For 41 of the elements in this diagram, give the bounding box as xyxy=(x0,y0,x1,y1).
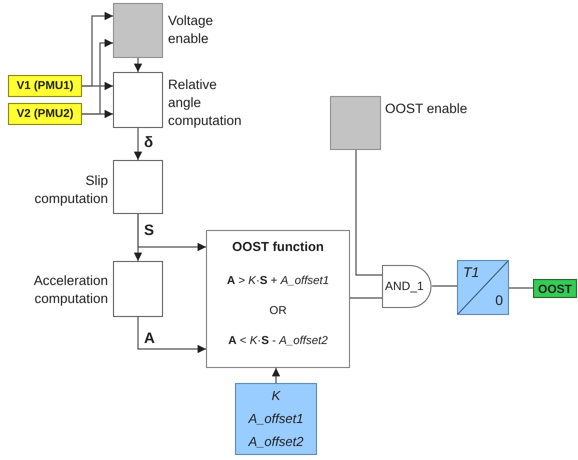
block-title: OOST function xyxy=(231,239,325,254)
block-label: Voltage enable xyxy=(168,12,214,48)
block-label: Acceleration computation xyxy=(32,272,108,308)
condition-formula: A < K·S - A_offset2 xyxy=(227,335,329,347)
output-signal-box xyxy=(533,279,577,298)
connector-line xyxy=(432,285,457,287)
connector-line xyxy=(509,287,533,289)
timer-block xyxy=(457,260,509,315)
arrow xyxy=(272,368,280,383)
function-block xyxy=(206,230,350,368)
enable-block xyxy=(330,96,381,150)
connector-line xyxy=(350,297,382,299)
arrow xyxy=(137,317,206,354)
block-label: Slip computation xyxy=(33,172,108,208)
operator-label: OR xyxy=(268,305,288,317)
arrow xyxy=(82,110,113,118)
block-label: Relative angle computation xyxy=(168,76,243,130)
signal-label: V1 (PMU1) xyxy=(16,80,74,92)
parameter-box xyxy=(235,383,317,455)
parameter-label: A_offset1 xyxy=(247,411,304,426)
input-signal-box xyxy=(8,75,82,97)
and-gate xyxy=(382,265,432,308)
arrow xyxy=(134,58,142,72)
arrow xyxy=(82,82,113,90)
computation-block xyxy=(113,160,163,214)
gate-label: AND_1 xyxy=(385,279,424,293)
signal-label: V2 (PMU2) xyxy=(16,108,74,120)
connector-line xyxy=(355,150,382,276)
computation-block xyxy=(113,261,163,317)
delay-label: T1 xyxy=(463,264,480,280)
parameter-label: K xyxy=(270,388,282,403)
arrow xyxy=(137,214,206,252)
input-signal-box xyxy=(8,103,82,125)
block-label: OOST enable xyxy=(385,100,468,118)
arrow xyxy=(134,128,142,160)
reset-value: 0 xyxy=(495,292,503,308)
parameter-label: A_offset2 xyxy=(247,434,304,449)
enable-block xyxy=(113,3,163,58)
condition-formula: A > K·S + A_offset1 xyxy=(226,275,330,287)
signal-label: OOST xyxy=(538,282,572,296)
computation-block xyxy=(113,72,163,128)
